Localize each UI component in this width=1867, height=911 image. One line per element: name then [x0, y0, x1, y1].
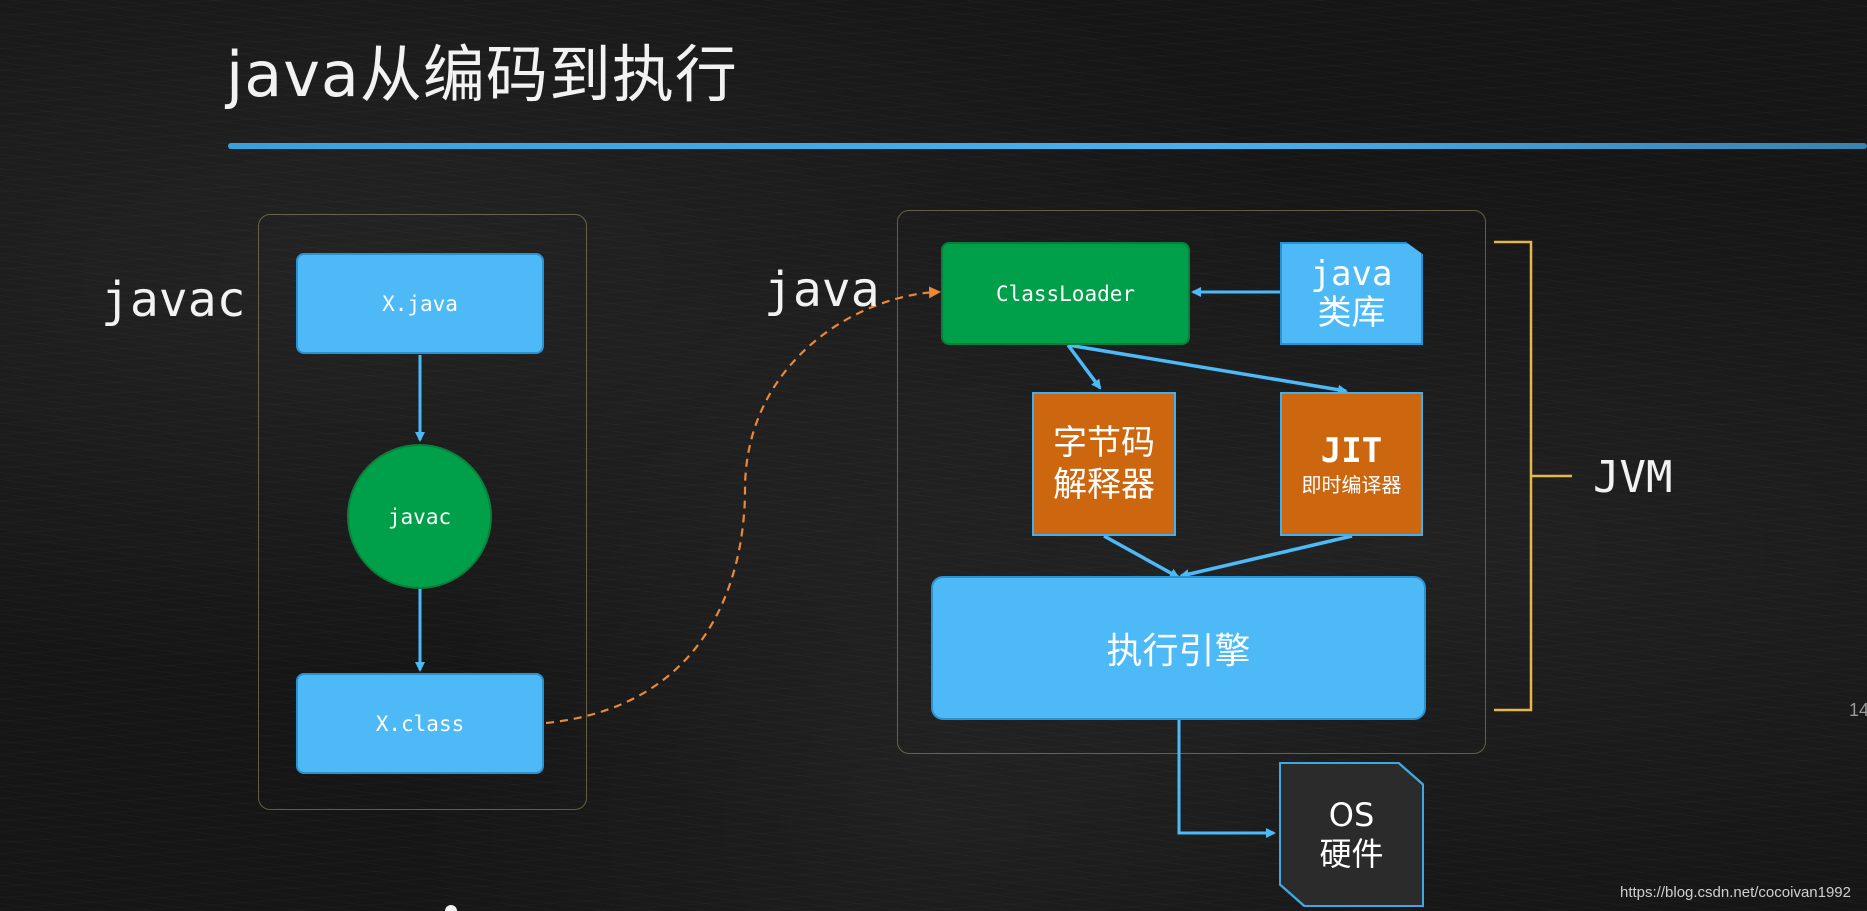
x-class-box: X.class	[296, 673, 544, 774]
execution-engine-label: 执行引擎	[1106, 631, 1251, 672]
execution-engine-box: 执行引擎	[931, 576, 1426, 720]
javac-compiler-label: javac	[387, 504, 452, 529]
bytecode-interpreter-line1: 字节码	[1053, 422, 1155, 463]
compile-panel	[258, 214, 587, 810]
jvm-panel	[897, 210, 1486, 754]
jit-title: JIT	[1320, 430, 1383, 471]
x-java-label: X.java	[382, 291, 458, 316]
os-hardware-box: OS 硬件	[1281, 764, 1422, 905]
page-number: 14	[1849, 700, 1867, 720]
jit-compiler-box: JIT 即时编译器	[1280, 392, 1423, 536]
watermark-url: https://blog.csdn.net/cocoivan1992	[1620, 884, 1851, 901]
jvm-bracket	[1494, 240, 1572, 712]
slide-title: java从编码到执行	[226, 38, 738, 111]
classloader-box: ClassLoader	[941, 242, 1190, 345]
arrow-classloader-to-jit	[1067, 343, 1348, 395]
java-library-line2: 类库	[1317, 292, 1386, 333]
java-side-label: java	[764, 262, 880, 318]
os-line2: 硬件	[1319, 834, 1384, 873]
jit-subtitle: 即时编译器	[1301, 472, 1402, 497]
x-java-box: X.java	[296, 253, 544, 354]
arrow-interpreter-to-engine	[1103, 534, 1180, 579]
arrow-jit-to-engine	[1179, 534, 1353, 580]
bytecode-interpreter-line2: 解释器	[1053, 465, 1155, 505]
arrow-xclass-to-classloader	[545, 286, 941, 725]
title-underline	[228, 143, 1867, 149]
bytecode-interpreter-box: 字节码 解释器	[1032, 392, 1176, 536]
classloader-label: ClassLoader	[995, 281, 1136, 306]
javac-side-label: javac	[101, 272, 246, 328]
javac-compiler-circle: javac	[347, 444, 492, 589]
arrow-engine-to-os	[1177, 720, 1276, 838]
arrow-classloader-to-interpreter	[1066, 343, 1102, 390]
os-line1: OS	[1328, 796, 1375, 835]
java-library-box: java 类库	[1280, 242, 1423, 345]
x-class-label: X.class	[375, 711, 465, 736]
decorative-dot	[445, 905, 457, 911]
jvm-label: JVM	[1593, 452, 1673, 503]
java-library-line1: java	[1310, 254, 1393, 295]
